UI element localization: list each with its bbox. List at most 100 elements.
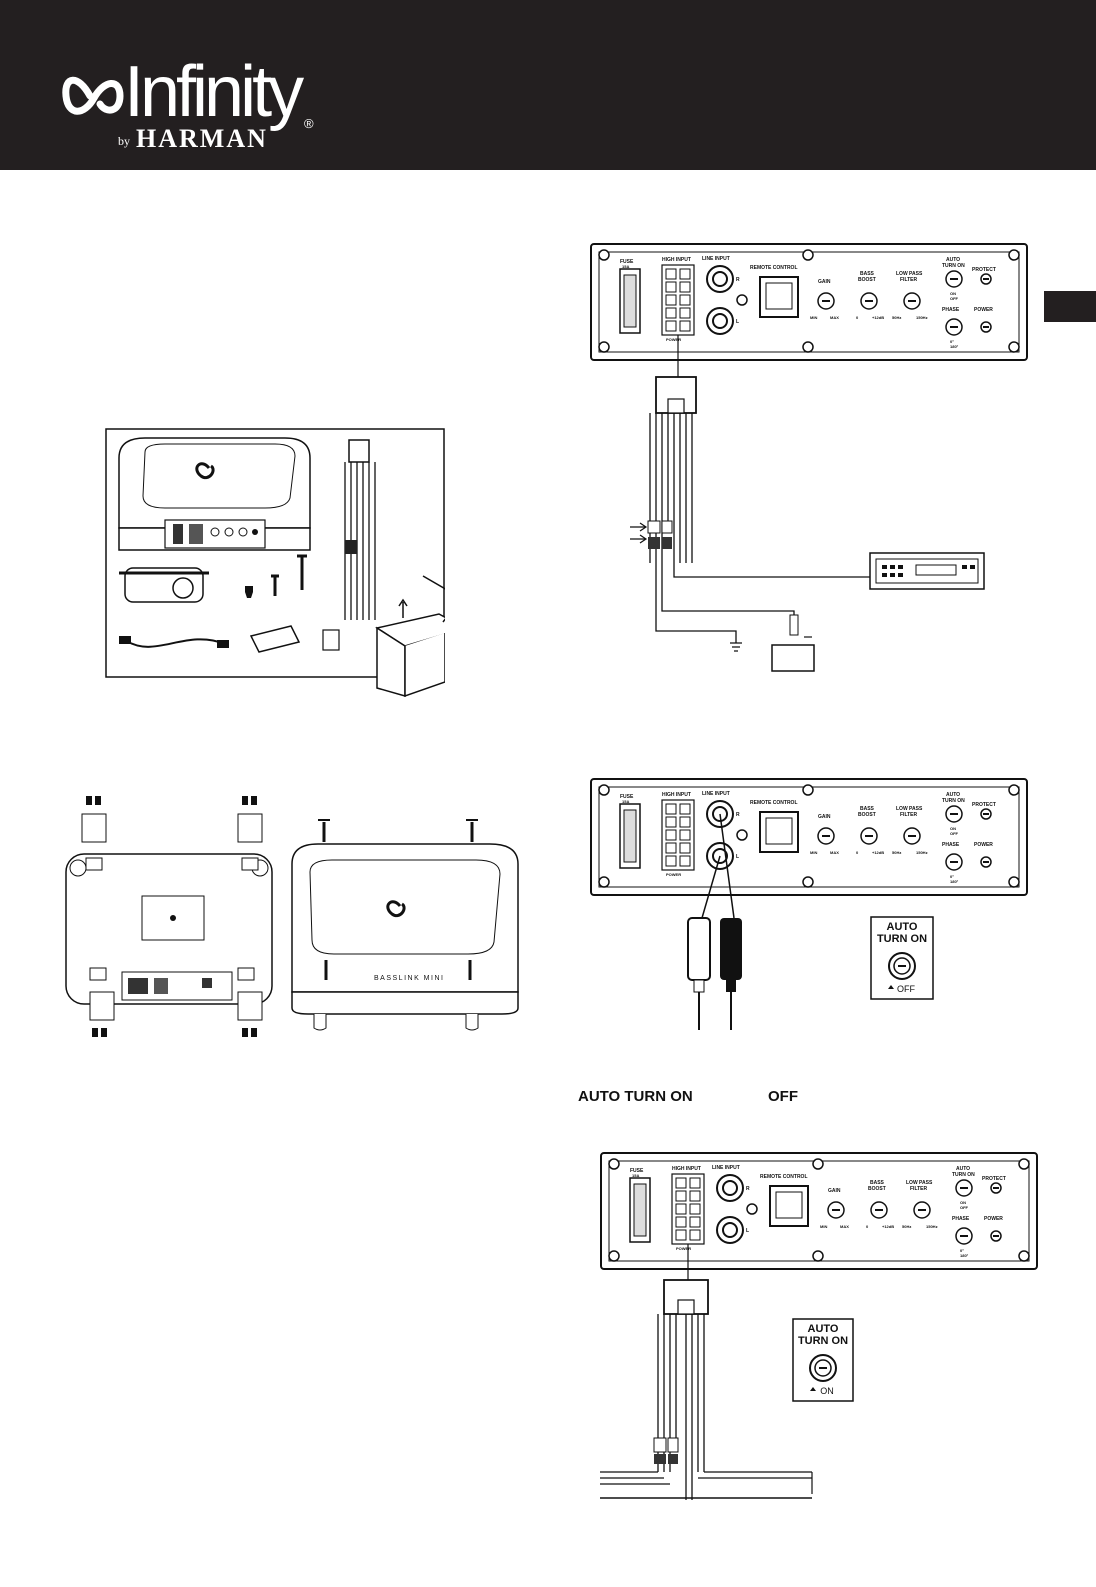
svg-text:180°: 180° bbox=[950, 344, 959, 349]
caption-auto-turn-on: AUTO TURN ON bbox=[578, 1088, 693, 1105]
svg-text:15A: 15A bbox=[632, 1173, 639, 1178]
phase-label: PHASE bbox=[942, 307, 960, 313]
infinity-mark-icon bbox=[62, 76, 124, 115]
svg-text:LINE INPUT: LINE INPUT bbox=[712, 1165, 740, 1171]
svg-text:TURN ON: TURN ON bbox=[877, 933, 927, 945]
svg-text:180°: 180° bbox=[960, 1253, 969, 1258]
brand-name: Infinity bbox=[124, 52, 304, 132]
svg-text:FILTER: FILTER bbox=[900, 812, 918, 818]
svg-text:HIGH INPUT: HIGH INPUT bbox=[672, 1166, 701, 1172]
svg-text:FILTER: FILTER bbox=[910, 1186, 928, 1192]
svg-text:OFF: OFF bbox=[960, 1205, 969, 1210]
svg-text:0°: 0° bbox=[960, 1248, 964, 1253]
svg-text:+12dB: +12dB bbox=[872, 850, 884, 855]
svg-text:AUTO: AUTO bbox=[946, 792, 960, 798]
infinity-logo: Infinity by HARMAN ® bbox=[52, 52, 322, 162]
high-input-label: HIGH INPUT bbox=[662, 257, 691, 263]
auto-turn-on-label: TURN ON bbox=[942, 263, 965, 269]
low-pass-filter-label: FILTER bbox=[900, 277, 918, 283]
svg-text:POWER: POWER bbox=[666, 872, 681, 877]
svg-text:R: R bbox=[736, 812, 740, 818]
remote-control-label: REMOTE CONTROL bbox=[750, 265, 798, 271]
svg-text:MAX: MAX bbox=[830, 315, 839, 320]
svg-text:ON: ON bbox=[950, 291, 956, 296]
svg-text:0°: 0° bbox=[950, 874, 954, 879]
line-input-label: LINE INPUT bbox=[702, 256, 730, 262]
svg-text:MIN: MIN bbox=[810, 315, 817, 320]
svg-text:BOOST: BOOST bbox=[868, 1186, 886, 1192]
svg-text:0: 0 bbox=[856, 315, 859, 320]
svg-text:BASS: BASS bbox=[860, 806, 875, 812]
svg-text:BASS: BASS bbox=[870, 1180, 885, 1186]
svg-text:50Hz: 50Hz bbox=[892, 315, 901, 320]
svg-text:MIN: MIN bbox=[820, 1224, 827, 1229]
svg-text:L: L bbox=[736, 319, 739, 325]
svg-text:15A: 15A bbox=[622, 799, 629, 804]
auto-turn-on-off-callout: AUTO TURN ON OFF bbox=[870, 916, 934, 1000]
auto-on-state: ON bbox=[820, 1386, 834, 1396]
svg-text:180°: 180° bbox=[950, 879, 959, 884]
gain-label: GAIN bbox=[818, 279, 831, 285]
svg-text:TURN ON: TURN ON bbox=[952, 1172, 975, 1178]
brand-parent: HARMAN bbox=[136, 124, 268, 153]
section-tab bbox=[1044, 291, 1096, 322]
svg-text:POWER: POWER bbox=[666, 337, 681, 342]
svg-text:15A: 15A bbox=[622, 264, 629, 269]
svg-text:AUTO: AUTO bbox=[808, 1323, 839, 1335]
svg-text:POWER: POWER bbox=[974, 842, 993, 848]
svg-text:L: L bbox=[746, 1228, 749, 1234]
svg-text:LOW PASS: LOW PASS bbox=[906, 1180, 933, 1186]
svg-text:PHASE: PHASE bbox=[952, 1216, 970, 1222]
auto-off-state: OFF bbox=[897, 984, 915, 994]
svg-text:TURN ON: TURN ON bbox=[798, 1335, 848, 1347]
fuse-label: FUSE bbox=[620, 259, 634, 265]
svg-text:+12dB: +12dB bbox=[882, 1224, 894, 1229]
svg-text:TURN ON: TURN ON bbox=[942, 798, 965, 804]
svg-text:0: 0 bbox=[856, 850, 859, 855]
svg-text:L: L bbox=[736, 854, 739, 860]
svg-text:+12dB: +12dB bbox=[872, 315, 884, 320]
svg-text:LOW PASS: LOW PASS bbox=[896, 271, 923, 277]
svg-text:R: R bbox=[746, 1186, 750, 1192]
header-banner: Infinity by HARMAN ® bbox=[0, 0, 1096, 170]
svg-text:AUTO: AUTO bbox=[946, 257, 960, 263]
svg-text:PROTECT: PROTECT bbox=[972, 802, 996, 808]
svg-text:REMOTE CONTROL: REMOTE CONTROL bbox=[760, 1174, 808, 1180]
svg-text:POWER: POWER bbox=[984, 1216, 1003, 1222]
svg-text:MIN: MIN bbox=[810, 850, 817, 855]
registered-mark: ® bbox=[304, 116, 314, 131]
svg-text:MAX: MAX bbox=[830, 850, 839, 855]
bass-boost-label: BOOST bbox=[858, 277, 876, 283]
panel-high-input-wiring: FUSE 15A HIGH INPUT LINE INPUT R L REMOT… bbox=[590, 243, 1028, 672]
protect-label: PROTECT bbox=[972, 267, 996, 273]
svg-text:BOOST: BOOST bbox=[858, 812, 876, 818]
power-label: POWER bbox=[974, 307, 993, 313]
svg-text:AUTO: AUTO bbox=[887, 921, 918, 933]
svg-text:LINE INPUT: LINE INPUT bbox=[702, 791, 730, 797]
svg-text:HIGH INPUT: HIGH INPUT bbox=[662, 792, 691, 798]
auto-turn-on-on-callout: AUTO TURN ON ON bbox=[792, 1318, 854, 1402]
svg-text:150Hz: 150Hz bbox=[916, 850, 928, 855]
svg-text:50Hz: 50Hz bbox=[892, 850, 901, 855]
svg-text:OFF: OFF bbox=[950, 296, 959, 301]
panel-auto-turn-on-wiring: FUSE 15A HIGH INPUT LINE INPUT R L REMOT… bbox=[600, 1152, 1038, 1500]
svg-text:GAIN: GAIN bbox=[828, 1188, 841, 1194]
svg-text:BASS: BASS bbox=[860, 271, 875, 277]
svg-text:GAIN: GAIN bbox=[818, 814, 831, 820]
svg-text:150Hz: 150Hz bbox=[916, 315, 928, 320]
panel-line-input-wiring: FUSE 15A HIGH INPUT LINE INPUT R L REMOT… bbox=[590, 778, 1028, 1030]
svg-text:150Hz: 150Hz bbox=[926, 1224, 938, 1229]
svg-text:FUSE: FUSE bbox=[620, 794, 634, 800]
svg-text:PHASE: PHASE bbox=[942, 842, 960, 848]
svg-text:R: R bbox=[736, 277, 740, 283]
svg-text:0: 0 bbox=[866, 1224, 869, 1229]
svg-text:OFF: OFF bbox=[950, 831, 959, 836]
product-label: BASSLINK MINI bbox=[374, 975, 444, 982]
caption-off: OFF bbox=[768, 1088, 798, 1105]
svg-text:MAX: MAX bbox=[840, 1224, 849, 1229]
svg-text:REMOTE CONTROL: REMOTE CONTROL bbox=[750, 800, 798, 806]
svg-text:ON: ON bbox=[950, 826, 956, 831]
brand-by: by bbox=[118, 134, 130, 148]
svg-text:POWER: POWER bbox=[676, 1246, 691, 1251]
svg-text:AUTO: AUTO bbox=[956, 1166, 970, 1172]
